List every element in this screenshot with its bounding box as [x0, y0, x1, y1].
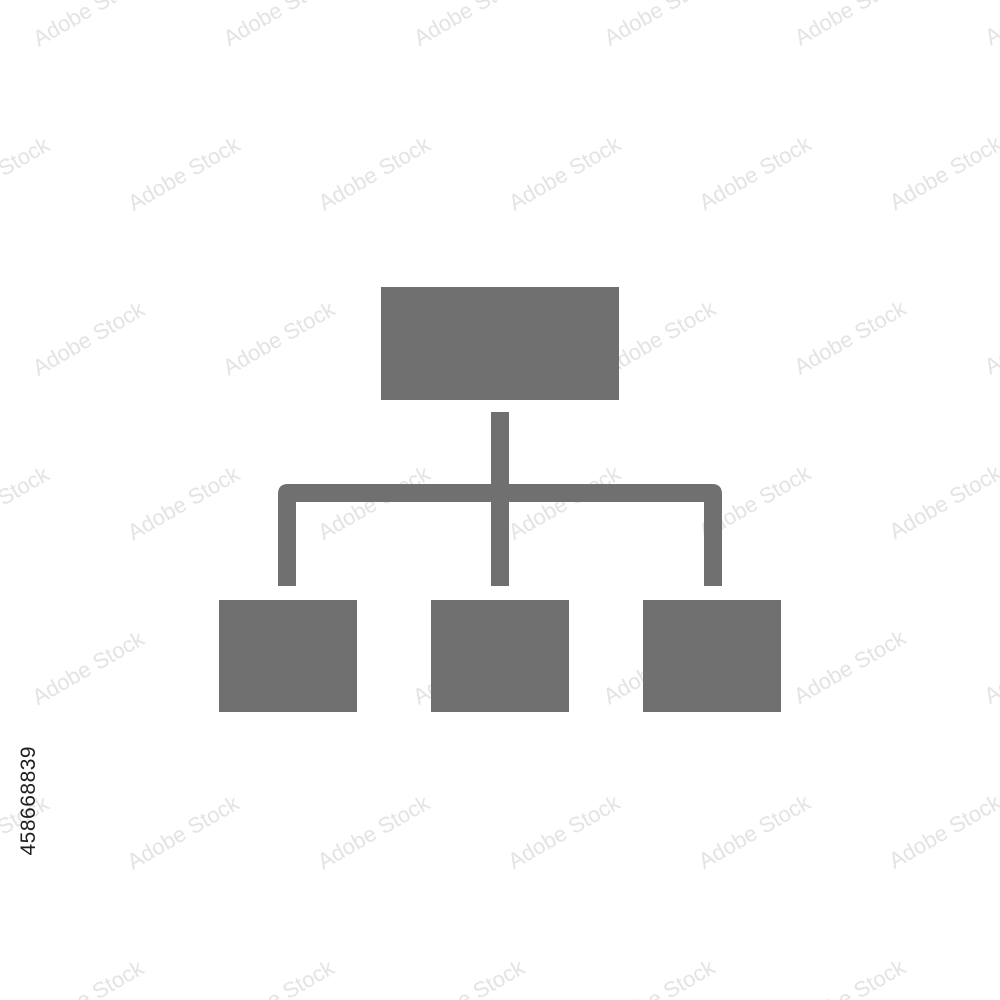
child-node-box-middle [431, 600, 569, 712]
parent-connector [491, 412, 509, 488]
middle-connector [491, 484, 509, 586]
child-node-box-right [643, 600, 781, 712]
child-node-box-left [219, 600, 357, 712]
branch-connector [278, 484, 722, 586]
stock-id-label: 458668839 [17, 745, 40, 856]
parent-node-box [381, 287, 619, 400]
